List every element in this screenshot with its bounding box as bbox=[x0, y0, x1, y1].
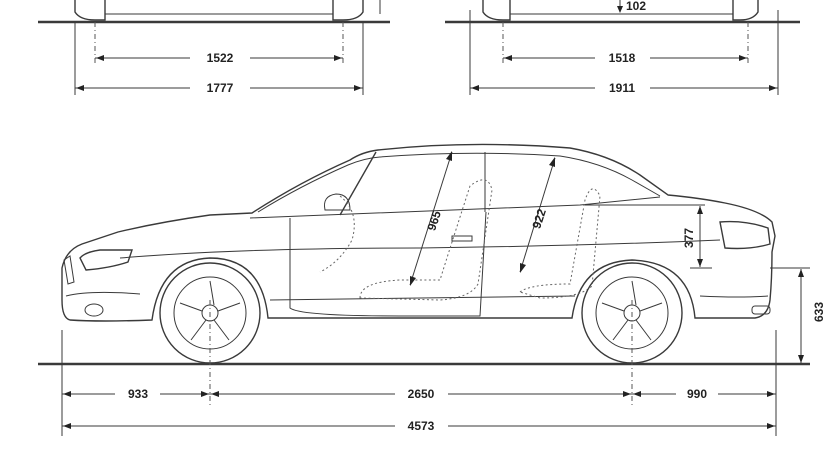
wheelbase-arrow-left bbox=[211, 391, 219, 397]
rear-spokes bbox=[601, 280, 663, 341]
rear-overhang-arrow-right bbox=[767, 391, 775, 397]
rear-width-arrow-right bbox=[769, 85, 777, 91]
headlight bbox=[79, 249, 133, 271]
front-overhang-arrow-right bbox=[201, 391, 209, 397]
front-track-arrow-left bbox=[96, 55, 104, 61]
wheelbase-arrow-right bbox=[623, 391, 631, 397]
length-label: 4573 bbox=[408, 419, 435, 433]
tail-light bbox=[719, 220, 771, 250]
trunk-height-arrow-bottom bbox=[697, 259, 703, 267]
front-width-arrow-left bbox=[76, 85, 84, 91]
bumper-height-label: 633 bbox=[812, 302, 826, 322]
front-headroom-arrow-top bbox=[446, 151, 452, 161]
belt-line bbox=[249, 196, 661, 219]
rear-view-left-tyre bbox=[482, 0, 511, 21]
front-width-arrow-right bbox=[354, 85, 362, 91]
trunk-height-arrow-top bbox=[697, 206, 703, 214]
front-overhang-label: 933 bbox=[128, 387, 148, 401]
rear-headroom-dim-line bbox=[519, 157, 556, 273]
car-body-outline bbox=[61, 143, 776, 322]
door-handle bbox=[451, 235, 473, 242]
front-grille bbox=[63, 255, 75, 285]
side-view: 965 922 377 633 933 2650 990 bbox=[38, 143, 826, 436]
front-track-label: 1522 bbox=[207, 51, 234, 65]
rear-width-arrow-left bbox=[471, 85, 479, 91]
front-width-label: 1777 bbox=[207, 81, 234, 95]
bumper-height-arrow-top bbox=[798, 269, 804, 277]
front-spokes bbox=[179, 280, 241, 341]
sill-line bbox=[269, 295, 576, 301]
front-seat-outline bbox=[359, 179, 493, 301]
rear-view: 102 1518 1911 bbox=[445, 0, 800, 95]
door-outline bbox=[289, 211, 487, 317]
front-view-left-tyre bbox=[74, 0, 106, 21]
front-headroom-dim-line bbox=[409, 151, 453, 286]
wheelbase-label: 2650 bbox=[408, 387, 435, 401]
rear-headroom-label: 922 bbox=[529, 207, 549, 231]
fog-light bbox=[84, 303, 104, 317]
front-track-arrow-right bbox=[334, 55, 342, 61]
front-headroom-label: 965 bbox=[424, 209, 444, 233]
rear-width-label: 1911 bbox=[609, 81, 635, 95]
rear-headroom-arrow-top bbox=[549, 157, 555, 167]
rear-track-label: 1518 bbox=[609, 51, 636, 65]
body-character-line bbox=[119, 239, 721, 259]
a-pillar bbox=[339, 151, 377, 216]
rear-track-arrow-left bbox=[504, 55, 512, 61]
steering-wheel-outline bbox=[319, 195, 355, 273]
front-view-right-tyre bbox=[332, 0, 364, 21]
front-view: 1522 1777 bbox=[38, 0, 390, 95]
front-bumper-line bbox=[65, 291, 141, 297]
ground-clearance-arrow bbox=[617, 6, 623, 13]
length-arrow-left bbox=[63, 423, 71, 429]
length-arrow-right bbox=[767, 423, 775, 429]
front-headroom-arrow-bottom bbox=[410, 276, 416, 286]
trunk-height-label: 377 bbox=[682, 228, 696, 248]
rear-track-arrow-right bbox=[739, 55, 747, 61]
bumper-height-arrow-bottom bbox=[798, 355, 804, 363]
rear-overhang-label: 990 bbox=[687, 387, 707, 401]
front-overhang-arrow-left bbox=[63, 391, 71, 397]
rear-view-right-tyre bbox=[732, 0, 759, 21]
ground-clearance-label: 102 bbox=[626, 0, 646, 13]
side-mirror bbox=[324, 193, 351, 211]
rear-overhang-arrow-left bbox=[633, 391, 641, 397]
exhaust-tip bbox=[751, 305, 771, 315]
roof-inner-line bbox=[257, 152, 661, 213]
rear-bumper-line bbox=[699, 295, 769, 298]
rear-headroom-arrow-bottom bbox=[520, 263, 526, 273]
